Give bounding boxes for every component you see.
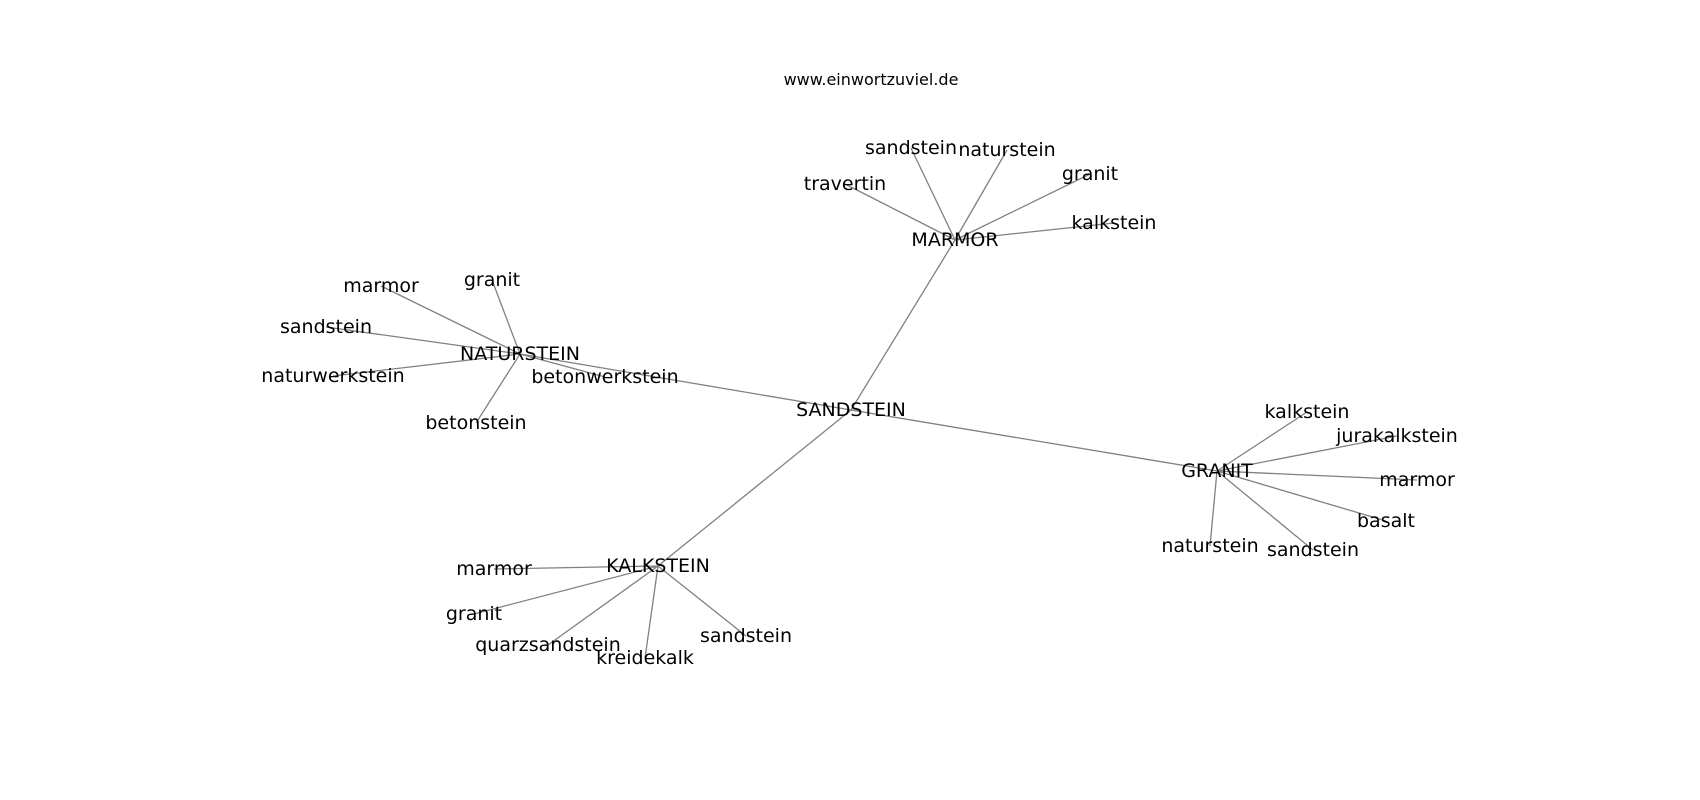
edge-kalkstein-sandstein xyxy=(657,565,747,637)
leaf-node-granit-marmor: marmor xyxy=(1379,469,1455,491)
leaf-node-naturstein-sandstein: sandstein xyxy=(280,316,372,338)
center-node-label: SANDSTEIN xyxy=(796,399,906,421)
edge-naturstein-betonstein xyxy=(475,353,521,424)
edge-granit-sandstein xyxy=(1216,470,1314,551)
leaf-node-kalkstein-quarzsandstein: quarzsandstein xyxy=(475,634,621,656)
leaf-node-marmor-kalkstein: kalkstein xyxy=(1072,212,1157,234)
edge-center-granit xyxy=(850,409,1218,472)
edge-granit-marmor xyxy=(1216,470,1418,481)
edge-granit-jurakalkstein xyxy=(1216,435,1398,472)
edge-naturstein-naturwerkstein xyxy=(332,353,521,377)
edges-layer xyxy=(325,147,1418,659)
leaf-node-granit-basalt: basalt xyxy=(1357,510,1415,532)
edge-granit-basalt xyxy=(1216,470,1387,522)
leaf-node-kalkstein-kreidekalk: kreidekalk xyxy=(596,647,694,669)
site-title: www.einwortzuviel.de xyxy=(783,70,959,89)
leaf-node-marmor-granit: granit xyxy=(1062,163,1118,185)
edge-center-naturstein xyxy=(519,353,852,411)
edge-kalkstein-granit xyxy=(473,565,659,615)
leaf-node-naturstein-betonstein: betonstein xyxy=(425,412,526,434)
leaf-node-granit-jurakalkstein: jurakalkstein xyxy=(1335,425,1458,447)
edge-naturstein-granit xyxy=(491,279,521,355)
edge-kalkstein-kreidekalk xyxy=(644,565,659,659)
edge-kalkstein-quarzsandstein xyxy=(547,565,659,646)
edge-kalkstein-marmor xyxy=(493,565,659,570)
edge-marmor-granit xyxy=(954,173,1091,241)
edge-center-kalkstein xyxy=(657,409,852,567)
leaf-node-marmor-naturstein: naturstein xyxy=(958,139,1055,161)
leaf-node-naturstein-betonwerkstein: betonwerkstein xyxy=(531,366,678,388)
leaf-node-naturstein-naturwerkstein: naturwerkstein xyxy=(261,365,404,387)
edge-marmor-kalkstein xyxy=(954,222,1115,241)
hub-node-naturstein: NATURSTEIN xyxy=(460,343,580,365)
leaf-node-kalkstein-marmor: marmor xyxy=(456,558,532,580)
leaf-node-naturstein-granit: granit xyxy=(464,269,520,291)
edge-granit-kalkstein xyxy=(1216,411,1308,472)
edge-naturstein-marmor xyxy=(380,285,521,355)
hub-node-kalkstein: KALKSTEIN xyxy=(606,555,710,577)
edge-marmor-sandstein xyxy=(910,147,956,241)
leaf-node-marmor-travertin: travertin xyxy=(804,173,886,195)
edge-center-marmor xyxy=(850,239,956,411)
leaf-node-naturstein-marmor: marmor xyxy=(343,275,419,297)
hub-node-granit: GRANIT xyxy=(1181,460,1253,482)
hub-node-marmor: MARMOR xyxy=(911,229,998,251)
leaf-node-granit-naturstein: naturstein xyxy=(1161,535,1258,557)
leaf-node-kalkstein-granit: granit xyxy=(446,603,502,625)
edge-marmor-travertin xyxy=(844,183,956,241)
edge-naturstein-betonwerkstein xyxy=(519,353,606,378)
edge-naturstein-sandstein xyxy=(325,326,521,355)
edge-marmor-naturstein xyxy=(954,149,1008,241)
leaf-node-marmor-sandstein: sandstein xyxy=(865,137,957,159)
leaf-node-granit-sandstein: sandstein xyxy=(1267,539,1359,561)
edge-granit-naturstein xyxy=(1209,470,1218,547)
leaf-node-kalkstein-sandstein: sandstein xyxy=(700,625,792,647)
leaf-node-granit-kalkstein: kalkstein xyxy=(1265,401,1350,423)
